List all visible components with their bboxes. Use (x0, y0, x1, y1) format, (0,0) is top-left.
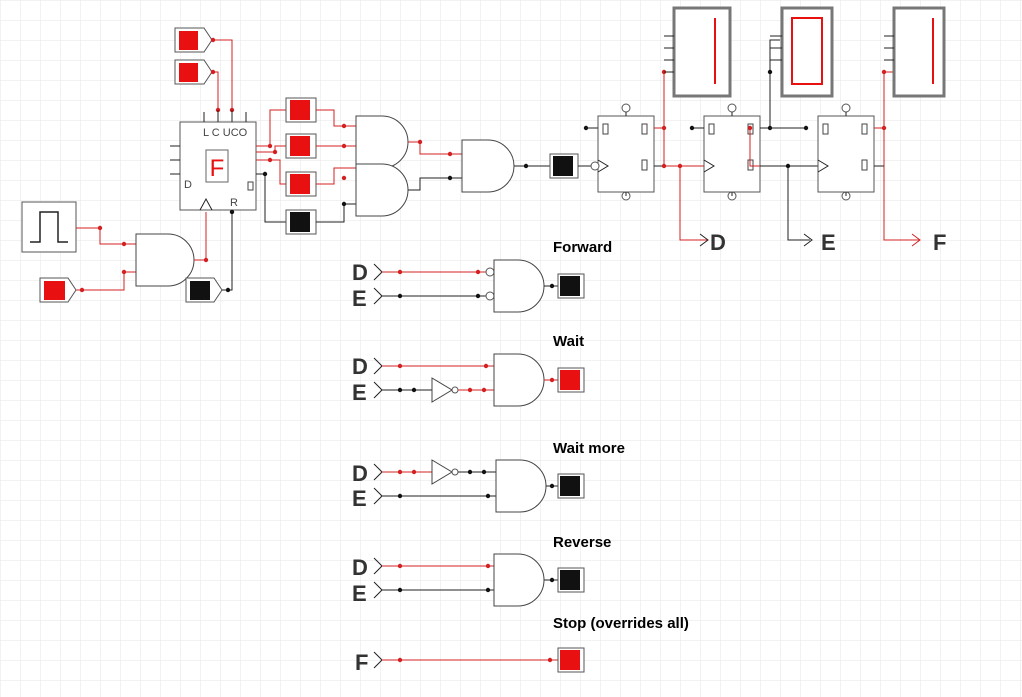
counter-pins-label: L C UCO (203, 127, 248, 139)
bit-led-1[interactable] (285, 133, 317, 159)
wire (874, 71, 894, 129)
wire (883, 128, 920, 241)
and-gate-c[interactable] (461, 139, 515, 193)
input-pin-1[interactable] (174, 27, 213, 53)
segment-display-2[interactable] (770, 6, 834, 98)
svg-text:D: D (352, 461, 368, 486)
not-gate-wait[interactable] (431, 377, 453, 403)
wire (749, 128, 760, 167)
output-led-reset-trigger[interactable] (549, 153, 579, 179)
and-gate-reverse[interactable] (493, 553, 545, 607)
bit-led-0[interactable] (285, 97, 317, 123)
svg-text:D: D (352, 260, 368, 285)
svg-text:E: E (352, 380, 367, 405)
not-gate-wait-more[interactable] (431, 459, 453, 485)
and-gate-b[interactable] (355, 163, 409, 217)
segment-display-1[interactable] (664, 6, 732, 98)
output-led-reverse[interactable] (557, 567, 585, 593)
svg-text:F: F (933, 230, 946, 255)
and-gate-forward[interactable] (493, 259, 545, 313)
tunnel-e-output[interactable]: E (803, 230, 836, 255)
output-led-wait[interactable] (557, 367, 585, 393)
led-on (179, 63, 198, 82)
counter-pin-d: D (184, 179, 192, 191)
label-forward: Forward (553, 239, 612, 256)
output-led-reset[interactable] (185, 277, 223, 303)
and-gate-a[interactable] (355, 115, 409, 169)
svg-text:D: D (352, 555, 368, 580)
wire (256, 109, 286, 147)
led-on (44, 281, 65, 300)
svg-text:E: E (352, 486, 367, 511)
input-pin-enable[interactable] (39, 277, 77, 303)
tunnel-d-output[interactable]: D (699, 230, 726, 255)
wire (679, 166, 708, 241)
led-on (179, 31, 198, 50)
wire (787, 166, 810, 241)
wire (212, 39, 233, 110)
counter-pin-r: R (230, 197, 238, 209)
output-led-forward[interactable] (557, 273, 585, 299)
svg-text:E: E (821, 230, 836, 255)
and-gate-clock[interactable] (135, 233, 195, 287)
svg-text:E: E (352, 286, 367, 311)
bit-led-2[interactable] (285, 171, 317, 197)
svg-text:F: F (355, 650, 368, 675)
wire (316, 167, 356, 185)
input-pin-2[interactable] (174, 59, 213, 85)
label-wait-more: Wait more (553, 440, 625, 457)
label-stop: Stop (overrides all) (553, 615, 689, 632)
flip-flop-2[interactable] (703, 103, 761, 201)
svg-text:D: D (352, 354, 368, 379)
wire (760, 39, 780, 129)
wire (316, 203, 356, 223)
segment-display-3[interactable] (884, 6, 946, 98)
wire (76, 271, 136, 291)
label-reverse: Reverse (553, 534, 611, 551)
counter-block[interactable]: L C UCO F D R (170, 110, 257, 211)
label-wait: Wait (553, 333, 584, 350)
wire (222, 210, 233, 291)
bit-led-3[interactable] (285, 209, 317, 235)
wire (256, 173, 286, 223)
output-led-stop[interactable] (557, 647, 585, 673)
svg-text:D: D (710, 230, 726, 255)
wire (76, 227, 136, 245)
wire (408, 141, 462, 155)
and-gate-wait[interactable] (493, 353, 545, 407)
wire (408, 177, 462, 191)
wire (256, 145, 286, 153)
tunnel-f-output[interactable]: F (911, 230, 946, 255)
flip-flop-1[interactable] (590, 103, 655, 201)
clock-source[interactable] (21, 201, 77, 253)
counter-display: F (210, 155, 225, 182)
svg-text:E: E (352, 581, 367, 606)
flip-flop-3[interactable] (817, 103, 875, 201)
and-gate-wait-more[interactable] (495, 459, 547, 513)
output-led-wait-more[interactable] (557, 473, 585, 499)
